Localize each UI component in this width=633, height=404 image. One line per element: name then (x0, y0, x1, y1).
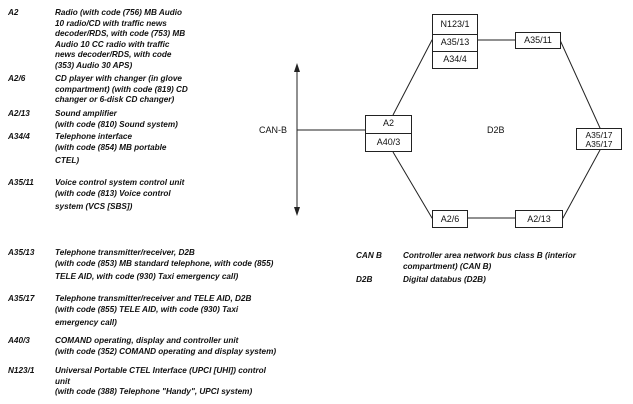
node-a35-17: A35/17 A35/17 (576, 128, 622, 150)
can-b-label: CAN-B (259, 125, 288, 135)
legend-desc: Controller area network bus class B (int… (403, 251, 576, 272)
legend-line: Controller area network bus class B (int… (403, 251, 576, 260)
legend-desc: CD player with changer (in glove compart… (55, 74, 188, 106)
legend-line: Universal Portable CTEL Interface (UPCI … (55, 366, 266, 375)
legend-line: compartment) (CAN B) (403, 261, 492, 271)
legend-desc: Telephone transmitter/receiver and TELE … (55, 294, 251, 329)
legend-line: unit (55, 376, 71, 386)
node-a2-label: A2 (382, 118, 394, 128)
legend-code: A35/13 (8, 248, 35, 257)
legend-line: decoder/RDS, with code (753) MB (55, 29, 186, 39)
legend-code: A34/4 (8, 132, 30, 141)
legend-line: Sound amplifier (55, 109, 117, 118)
legend-desc: Sound amplifier (with code (810) Sound s… (55, 109, 178, 130)
legend-line: 10 radio/CD with traffic news (55, 18, 167, 28)
d2b-label: D2B (487, 125, 505, 135)
legend-line: (with code (813) Voice control (55, 188, 171, 198)
legend-right: CAN B Controller area network bus class … (356, 251, 626, 301)
legend-line: (with code (388) Telephone "Handy", UPCI… (55, 387, 253, 397)
legend-line: (353) Audio 30 APS) (55, 60, 133, 70)
legend-code: A35/11 (8, 178, 34, 187)
node-a2-13-label: A2/13 (527, 214, 551, 224)
can-b-arrow-down (294, 207, 300, 216)
node-a35-17-label: A35/17 (585, 130, 613, 140)
node-n123-1-label: N123/1 (440, 19, 470, 29)
legend-desc: Digital databus (D2B) (403, 275, 486, 286)
node-a2-a40-3: A2 A40/3 (365, 115, 412, 152)
legend-line: (with code (810) Sound system) (55, 119, 178, 129)
legend-line: Telephone transmitter/receiver, D2B (55, 248, 195, 257)
legend-line: Telephone interface (55, 132, 133, 141)
legend-line: CD player with changer (in glove (55, 74, 182, 83)
node-a35-17-label-2: A35/17 (585, 139, 613, 149)
node-a2-6-label: A2/6 (440, 214, 460, 224)
legend-code: A2 (8, 8, 19, 17)
node-a34-4-label: A34/4 (433, 51, 477, 68)
legend-code: D2B (356, 275, 373, 284)
legend-desc: COMAND operating, display and controller… (55, 336, 276, 357)
legend-line: emergency call) (55, 318, 117, 328)
legend-left: A2 Radio (with code (756) MB Audio 10 ra… (8, 8, 248, 218)
legend-line: Digital databus (D2B) (403, 275, 486, 284)
node-a35-11: A35/11 (515, 32, 561, 49)
legend-code: A40/3 (8, 336, 30, 345)
legend-desc: Radio (with code (756) MB Audio 10 radio… (55, 8, 185, 72)
legend-desc: Voice control system control unit (with … (55, 178, 184, 213)
legend-line: Voice control system control unit (55, 178, 185, 187)
legend-line: Radio (with code (756) MB Audio (55, 8, 183, 17)
node-a2-6: A2/6 (432, 210, 468, 228)
can-b-arrow-up (294, 63, 300, 72)
node-n123-a3513-a344: N123/1 A35/13 A34/4 (432, 14, 478, 69)
legend-line: TELE AID, with code (930) Taxi emergency… (55, 272, 239, 282)
legend-bottom: A35/13 Telephone transmitter/receiver, D… (8, 248, 328, 398)
node-a40-3-label: A40/3 (366, 133, 411, 152)
legend-desc: Universal Portable CTEL Interface (UPCI … (55, 366, 266, 398)
legend-desc: Telephone transmitter/receiver, D2B (wit… (55, 248, 273, 283)
legend-line: compartment) (with code (819) CD (55, 84, 188, 94)
legend-code: N123/1 (8, 366, 35, 375)
legend-line: (with code (853) MB standard telephone, … (55, 258, 274, 268)
legend-line: CTEL) (55, 156, 80, 166)
node-a35-13-label: A35/13 (433, 34, 477, 51)
legend-desc: Telephone interface (with code (854) MB … (55, 132, 166, 167)
legend-code: A2/13 (8, 109, 30, 118)
legend-line: (with code (352) COMAND operating and di… (55, 346, 277, 356)
legend-code: A35/17 (8, 294, 35, 303)
legend-line: Audio 10 CC radio with traffic (55, 39, 170, 49)
legend-code: A2/6 (8, 74, 26, 83)
legend-line: COMAND operating, display and controller… (55, 336, 239, 345)
node-a2-13: A2/13 (515, 210, 563, 228)
legend-line: (with code (855) TELE AID, with code (93… (55, 304, 239, 314)
legend-line: (with code (854) MB portable (55, 142, 167, 152)
legend-line: system (VCS [SBS]) (55, 202, 133, 212)
legend-line: news decoder/RDS, with code (55, 50, 172, 60)
node-a35-11-label: A35/11 (524, 35, 552, 45)
legend-code: CAN B (356, 251, 382, 260)
legend-line: Telephone transmitter/receiver and TELE … (55, 294, 252, 303)
legend-line: changer or 6-disk CD changer) (55, 95, 175, 105)
